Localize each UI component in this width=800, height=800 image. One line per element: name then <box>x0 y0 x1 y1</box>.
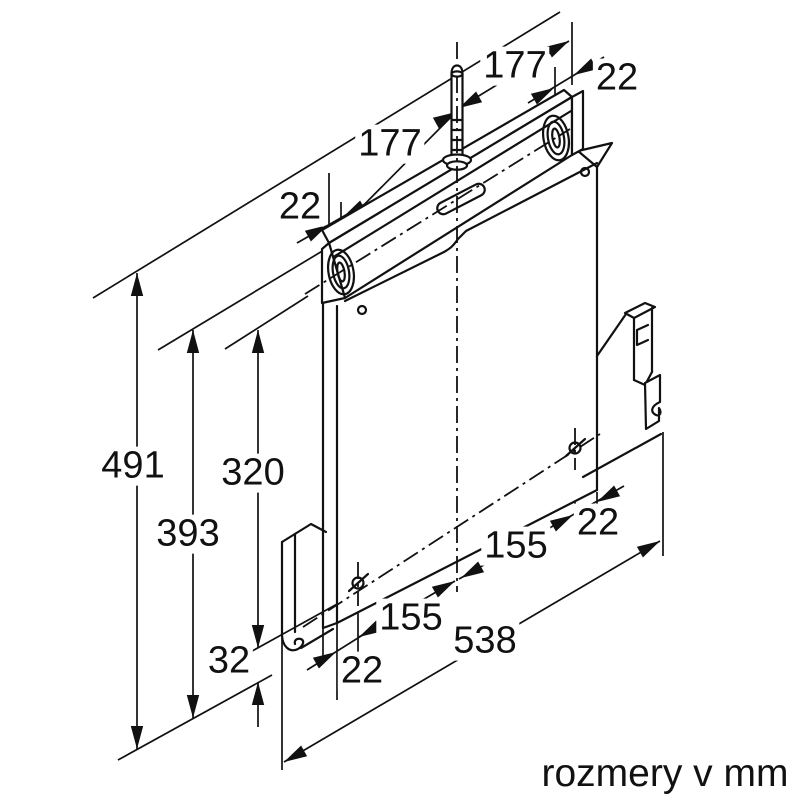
dim-label-155-lower: 155 <box>376 598 446 638</box>
keyhole-slot-left <box>326 248 356 296</box>
rail-fold-line <box>333 109 573 258</box>
screw-hole-symbols <box>347 437 587 593</box>
units-caption: rozmery v mm <box>541 752 789 795</box>
rail-right-end <box>570 89 585 157</box>
right-bracket-hook <box>643 373 662 431</box>
dim-label-155-upper: 155 <box>481 526 551 566</box>
keyhole-slot-right <box>541 114 571 162</box>
right-bracket-notch <box>635 323 650 347</box>
dim-label-393: 393 <box>153 514 223 554</box>
dim-label-22-right: 22 <box>573 503 623 543</box>
right-bracket <box>581 301 663 479</box>
dim-label-32: 32 <box>204 641 254 681</box>
dim-label-491: 491 <box>98 446 168 486</box>
screw-hole-right <box>564 437 587 458</box>
dim-label-22-bottom: 22 <box>337 651 387 691</box>
screw-hole-left <box>347 572 370 593</box>
dimension-arrowheads <box>130 41 660 762</box>
dim-label-538: 538 <box>450 621 520 661</box>
dim-label-177-top: 177 <box>480 46 550 86</box>
center-lines <box>302 42 601 628</box>
left-bracket <box>280 522 335 652</box>
dim-label-22-top: 22 <box>592 58 642 98</box>
rail-centerline <box>304 128 571 295</box>
panel-hole-right <box>579 166 591 178</box>
panel-corner-flap <box>576 141 614 169</box>
dim-label-177-mid: 177 <box>355 124 425 164</box>
dim-label-320: 320 <box>218 453 288 493</box>
panel-hole-left <box>356 304 368 316</box>
dim-label-22-mid: 22 <box>275 187 325 227</box>
main-panel <box>321 141 614 630</box>
